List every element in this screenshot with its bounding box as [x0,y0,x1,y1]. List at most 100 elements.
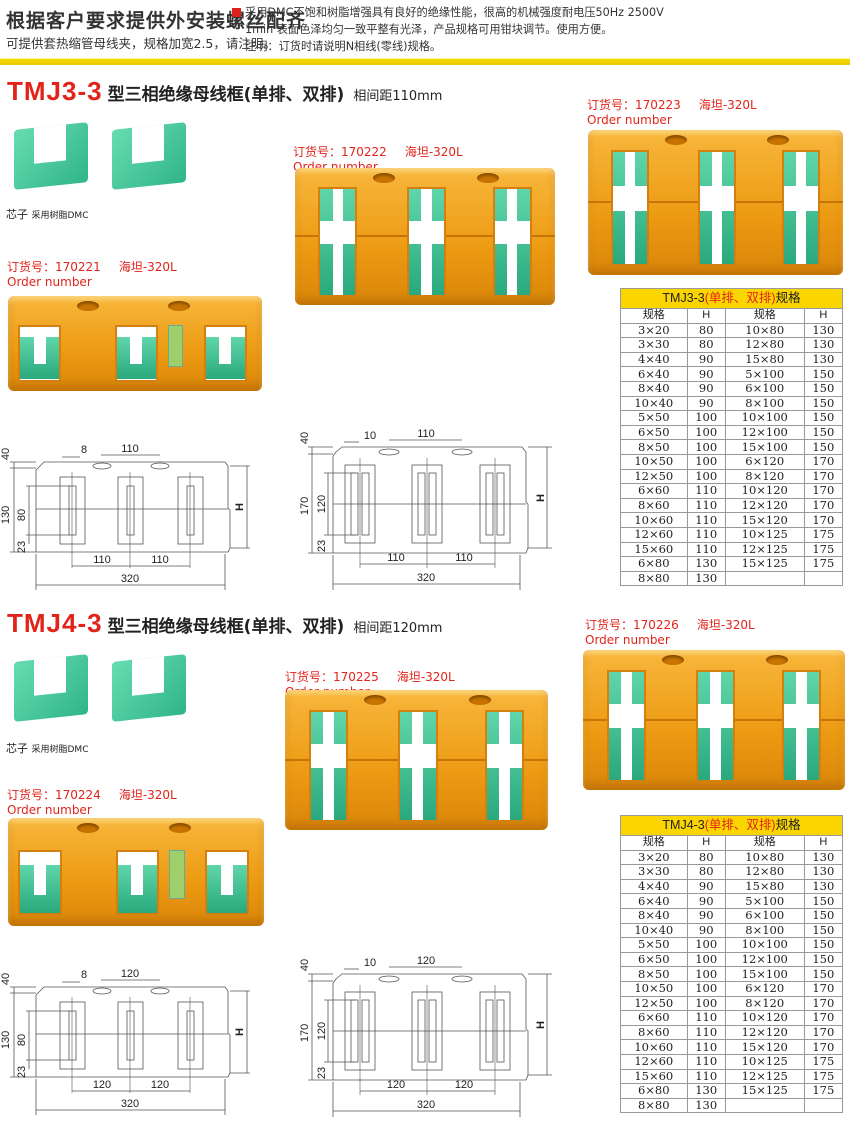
table-cell: 130 [803,878,844,895]
table-cell: 110 [686,512,726,528]
busbar-slot [620,671,632,780]
feature-line: 注明：订货时请说明N相线(零线)规格。 [232,38,664,55]
phase-window [318,187,358,297]
table-cell: 10×60 [620,1039,688,1055]
busbar-slot [412,711,424,820]
table-cell: 10×100 [724,410,805,426]
busbar-slot [710,671,721,780]
table-cell: 3×20 [620,322,688,339]
table-cell: 130 [803,322,844,339]
dimension-label: 170 [300,497,311,515]
core-caption: 芯子 采用树脂DMC [6,740,88,756]
busbar-frame-image [588,130,843,275]
table-cell: 170 [803,1039,844,1055]
dimension-label: 320 [417,1099,435,1111]
dimension-label: 8 [81,444,87,456]
product-label-sticker [168,324,184,368]
table-cell: 8×80 [620,1097,688,1114]
table-cell: 130 [686,556,726,572]
core-label: 芯子 [6,742,28,755]
table-cell: 175 [803,541,844,558]
table-cell: 6×60 [620,483,688,499]
dimension-label: 320 [121,1098,139,1110]
table-cell: 8×50 [620,966,688,982]
busbar-slot [624,152,636,265]
dimension-label: 110 [387,552,405,564]
table-cell: 130 [686,1097,726,1114]
busbar-slot [506,189,518,295]
dimension-label: 40 [300,432,311,444]
dimension-label: 10 [364,430,376,442]
column-header: H [803,835,844,851]
table-cell: 10×40 [620,922,688,939]
table-cell: 6×120 [724,453,805,470]
table-title-model: TMJ4-3 [662,818,705,832]
table-cell: 170 [803,995,844,1012]
dimension-label: 40 [0,448,12,460]
dimension-label: 10 [364,957,376,969]
order-number-en: Order number [7,803,92,817]
mounting-hole [77,823,100,833]
table-cell: 90 [686,907,726,924]
phase-window [484,709,525,822]
dimension-label: 80 [16,1034,28,1046]
busbar-frame-image [285,690,548,830]
table-title: TMJ4-3(单排、双排)规格 [620,815,843,836]
phase-window [781,150,821,267]
phase-spacing: 相间距110mm [353,89,443,104]
busbar-slot [421,189,432,295]
core-note: 采用树脂DMC [31,745,89,755]
dimension-label: H [535,1021,547,1029]
product-label-sticker [169,850,185,899]
table-cell: 10×40 [620,395,688,412]
table-cell: 170 [803,980,844,997]
table-cell: 6×50 [620,424,688,441]
dimension-label: 130 [0,506,12,524]
busbar-slot [131,852,144,895]
busbar-slot [332,189,344,295]
busbar-slot [795,152,807,265]
busbar-slot [711,152,722,265]
table-cell: 8×60 [620,1024,688,1041]
table-cell: 100 [686,410,726,426]
table-cell: 175 [803,1053,844,1070]
table-cell: 80 [686,864,726,880]
table-cell: 130 [803,337,844,353]
table-cell: 110 [686,1039,726,1055]
dimension-label: 120 [455,1079,473,1091]
table-cell: 100 [686,966,726,982]
phase-window [115,850,160,916]
table-cell: 12×80 [724,864,805,880]
table-cell: 8×120 [724,995,805,1012]
dimension-label: 320 [121,573,139,585]
table-cell: 10×80 [724,322,805,339]
busbar-slot [220,852,233,895]
table-cell: 10×125 [724,526,805,543]
dimension-label: 120 [387,1079,405,1091]
table-cell: 150 [803,395,844,412]
table-cell: 12×125 [724,541,805,558]
table-cell: 12×60 [620,526,688,543]
table-cell: 6×50 [620,951,688,968]
table-cell: 100 [686,995,726,1012]
table-cell: 110 [686,526,726,543]
table-cell: 100 [686,951,726,968]
table-cell: 110 [686,497,726,514]
core-caption: 芯子 采用树脂DMC [6,206,88,222]
table-cell: 8×80 [620,570,688,587]
phase-window [18,324,62,382]
